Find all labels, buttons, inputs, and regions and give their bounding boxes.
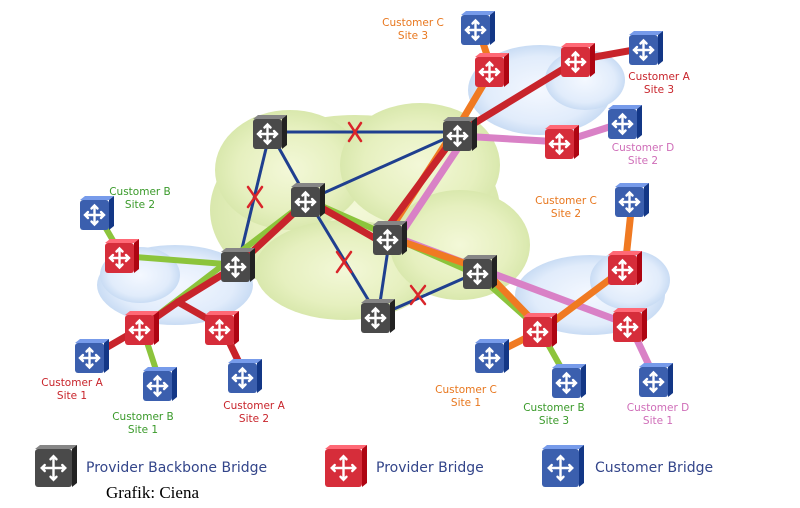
provider-backbone-bridge-icon bbox=[361, 299, 395, 333]
legend-label-customer-bridge: Customer Bridge bbox=[595, 460, 713, 476]
image-credit: Grafik: Ciena bbox=[106, 483, 199, 502]
legend-customer-bridge-icon bbox=[542, 445, 584, 487]
customer-bridge-icon bbox=[461, 11, 495, 45]
provider-bridge-icon bbox=[125, 311, 159, 345]
provider-backbone-bridge-icon bbox=[463, 255, 497, 289]
provider-bridge-icon bbox=[105, 239, 139, 273]
failure-mark bbox=[409, 284, 427, 306]
core-cloud bbox=[210, 103, 530, 320]
provider-backbone-bridge-icon bbox=[373, 221, 407, 255]
customer-bridge-icon bbox=[75, 339, 109, 373]
customer-bridge-icon bbox=[629, 31, 663, 65]
failure-mark bbox=[335, 250, 353, 274]
bridge-nodes bbox=[75, 11, 673, 401]
customer-bridge-icon bbox=[615, 183, 649, 217]
customer-bridge-icon bbox=[608, 105, 642, 139]
provider-bridge-icon bbox=[561, 43, 595, 77]
customer-bridge-icon bbox=[143, 367, 177, 401]
provider-backbone-bridge-icon bbox=[443, 117, 477, 151]
customer-bridge-icon bbox=[228, 359, 262, 393]
failure-mark bbox=[246, 185, 264, 209]
provider-bridge-icon bbox=[608, 251, 642, 285]
legend bbox=[35, 445, 584, 487]
provider-bridge-icon bbox=[475, 53, 509, 87]
backbone-link bbox=[306, 199, 380, 317]
customer-bridge-icon bbox=[639, 363, 673, 397]
provider-bridge-icon bbox=[205, 311, 239, 345]
customer-bridge-icon bbox=[80, 196, 114, 230]
provider-bridge-icon bbox=[545, 125, 579, 159]
failure-marks bbox=[246, 121, 427, 306]
legend-provider-backbone-bridge-icon bbox=[35, 445, 77, 487]
legend-label-provider-backbone-bridge: Provider Backbone Bridge bbox=[86, 460, 267, 476]
provider-backbone-bridge-icon bbox=[221, 248, 255, 282]
provider-bridge-icon bbox=[613, 308, 647, 342]
failure-mark bbox=[347, 121, 363, 143]
provider-bridge-icon bbox=[523, 313, 557, 347]
backbone-link bbox=[307, 130, 461, 202]
provider-backbone-bridge-icon bbox=[291, 183, 325, 217]
provider-backbone-bridge-icon bbox=[253, 115, 287, 149]
legend-provider-bridge-icon bbox=[325, 445, 367, 487]
customer-bridge-icon bbox=[552, 364, 586, 398]
legend-label-provider-bridge: Provider Bridge bbox=[376, 460, 484, 476]
customer-bridge-icon bbox=[475, 339, 509, 373]
